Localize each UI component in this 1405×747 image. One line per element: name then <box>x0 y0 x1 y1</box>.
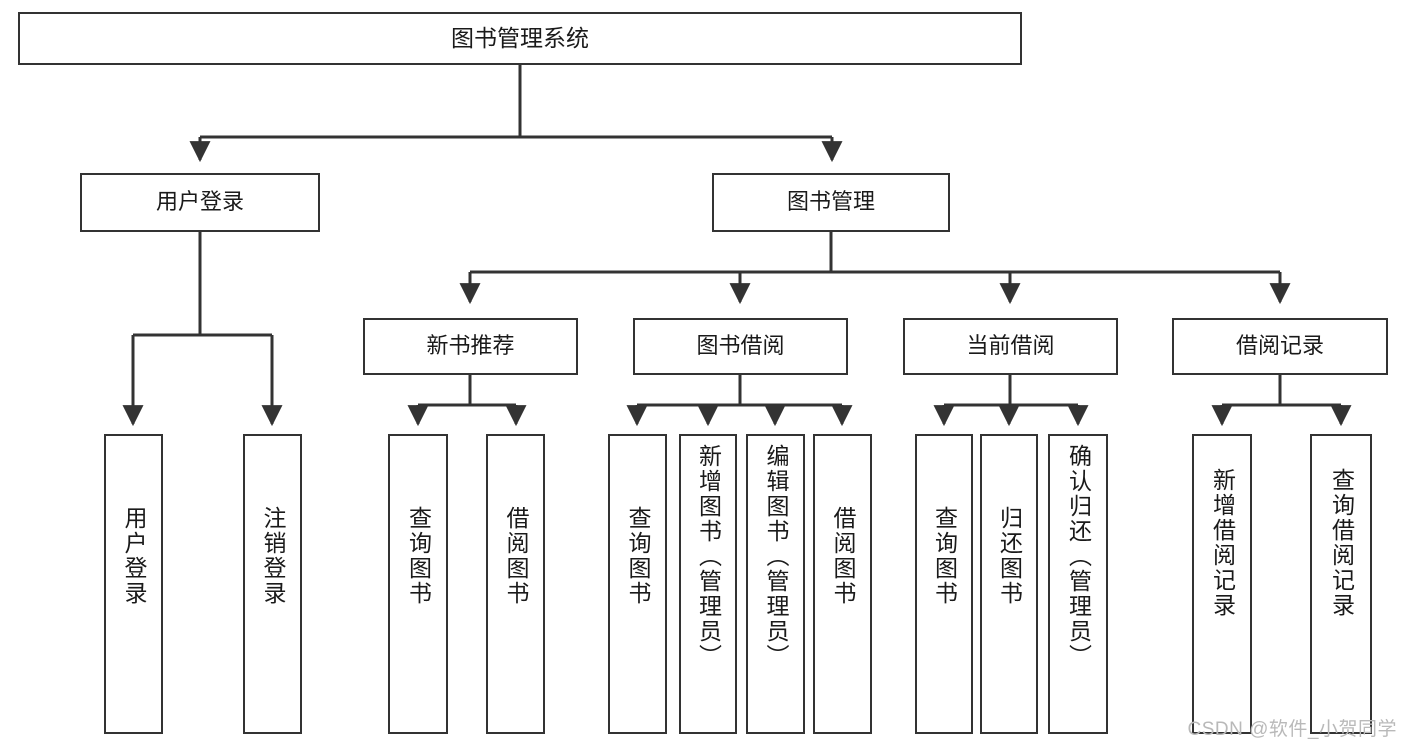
node-leaf-return-book-label: 归还图书 <box>996 506 1023 606</box>
node-leaf-query-book-3[interactable]: 查询图书 <box>915 434 973 734</box>
book-manage-to-level3-connectors <box>459 232 1291 305</box>
new-book-recommend-to-leaf-connectors <box>407 375 527 427</box>
node-leaf-confirm-return-label: 确认归还（管理员） <box>1065 444 1092 669</box>
node-leaf-query-book-1[interactable]: 查询图书 <box>388 434 448 734</box>
node-current-borrow-label: 当前借阅 <box>966 333 1055 359</box>
node-leaf-logout-label: 注销登录 <box>260 506 286 606</box>
node-borrow-record[interactable]: 借阅记录 <box>1172 318 1388 375</box>
borrow-record-to-leaf-connectors <box>1211 375 1352 427</box>
book-borrow-to-leaf-connectors <box>626 375 853 427</box>
node-user-login-label: 用户登录 <box>155 189 244 215</box>
node-book-borrow-label: 图书借阅 <box>696 333 785 359</box>
node-leaf-add-record-label: 新增借阅记录 <box>1209 468 1236 618</box>
node-leaf-borrow-book-2-label: 借阅图书 <box>830 506 856 606</box>
node-leaf-logout[interactable]: 注销登录 <box>243 434 302 734</box>
node-root[interactable]: 图书管理系统 <box>18 12 1022 65</box>
node-leaf-confirm-return[interactable]: 确认归还（管理员） <box>1048 434 1108 734</box>
node-leaf-borrow-book-1[interactable]: 借阅图书 <box>486 434 545 734</box>
node-leaf-add-book[interactable]: 新增图书（管理员） <box>679 434 737 734</box>
node-leaf-add-record[interactable]: 新增借阅记录 <box>1192 434 1252 734</box>
root-to-level2-connectors <box>189 65 843 163</box>
node-leaf-return-book[interactable]: 归还图书 <box>980 434 1038 734</box>
node-book-borrow[interactable]: 图书借阅 <box>633 318 848 375</box>
user-login-to-leaf-connectors <box>122 232 283 427</box>
node-borrow-record-label: 借阅记录 <box>1235 333 1324 359</box>
node-leaf-query-book-1-label: 查询图书 <box>405 506 432 606</box>
node-leaf-query-book-2-label: 查询图书 <box>625 506 651 606</box>
node-leaf-borrow-book-1-label: 借阅图书 <box>503 506 529 606</box>
node-leaf-add-book-label: 新增图书（管理员） <box>695 444 722 669</box>
node-leaf-edit-book[interactable]: 编辑图书（管理员） <box>746 434 805 734</box>
node-current-borrow[interactable]: 当前借阅 <box>903 318 1118 375</box>
node-leaf-user-login[interactable]: 用户登录 <box>104 434 163 734</box>
node-leaf-query-book-2[interactable]: 查询图书 <box>608 434 667 734</box>
node-user-login[interactable]: 用户登录 <box>80 173 320 232</box>
current-borrow-to-leaf-connectors <box>933 375 1089 427</box>
node-leaf-query-book-3-label: 查询图书 <box>931 506 958 606</box>
node-leaf-borrow-book-2[interactable]: 借阅图书 <box>813 434 872 734</box>
node-leaf-user-login-label: 用户登录 <box>121 506 147 606</box>
node-new-book-recommend[interactable]: 新书推荐 <box>363 318 578 375</box>
node-book-manage[interactable]: 图书管理 <box>712 173 950 232</box>
node-leaf-edit-book-label: 编辑图书（管理员） <box>763 444 789 669</box>
node-leaf-query-record[interactable]: 查询借阅记录 <box>1310 434 1372 734</box>
node-leaf-query-record-label: 查询借阅记录 <box>1328 468 1355 618</box>
node-new-book-recommend-label: 新书推荐 <box>426 333 515 359</box>
node-book-manage-label: 图书管理 <box>786 189 875 215</box>
node-root-label: 图书管理系统 <box>451 24 589 51</box>
csdn-watermark: CSDN @软件_小贺同学 <box>1187 719 1397 740</box>
